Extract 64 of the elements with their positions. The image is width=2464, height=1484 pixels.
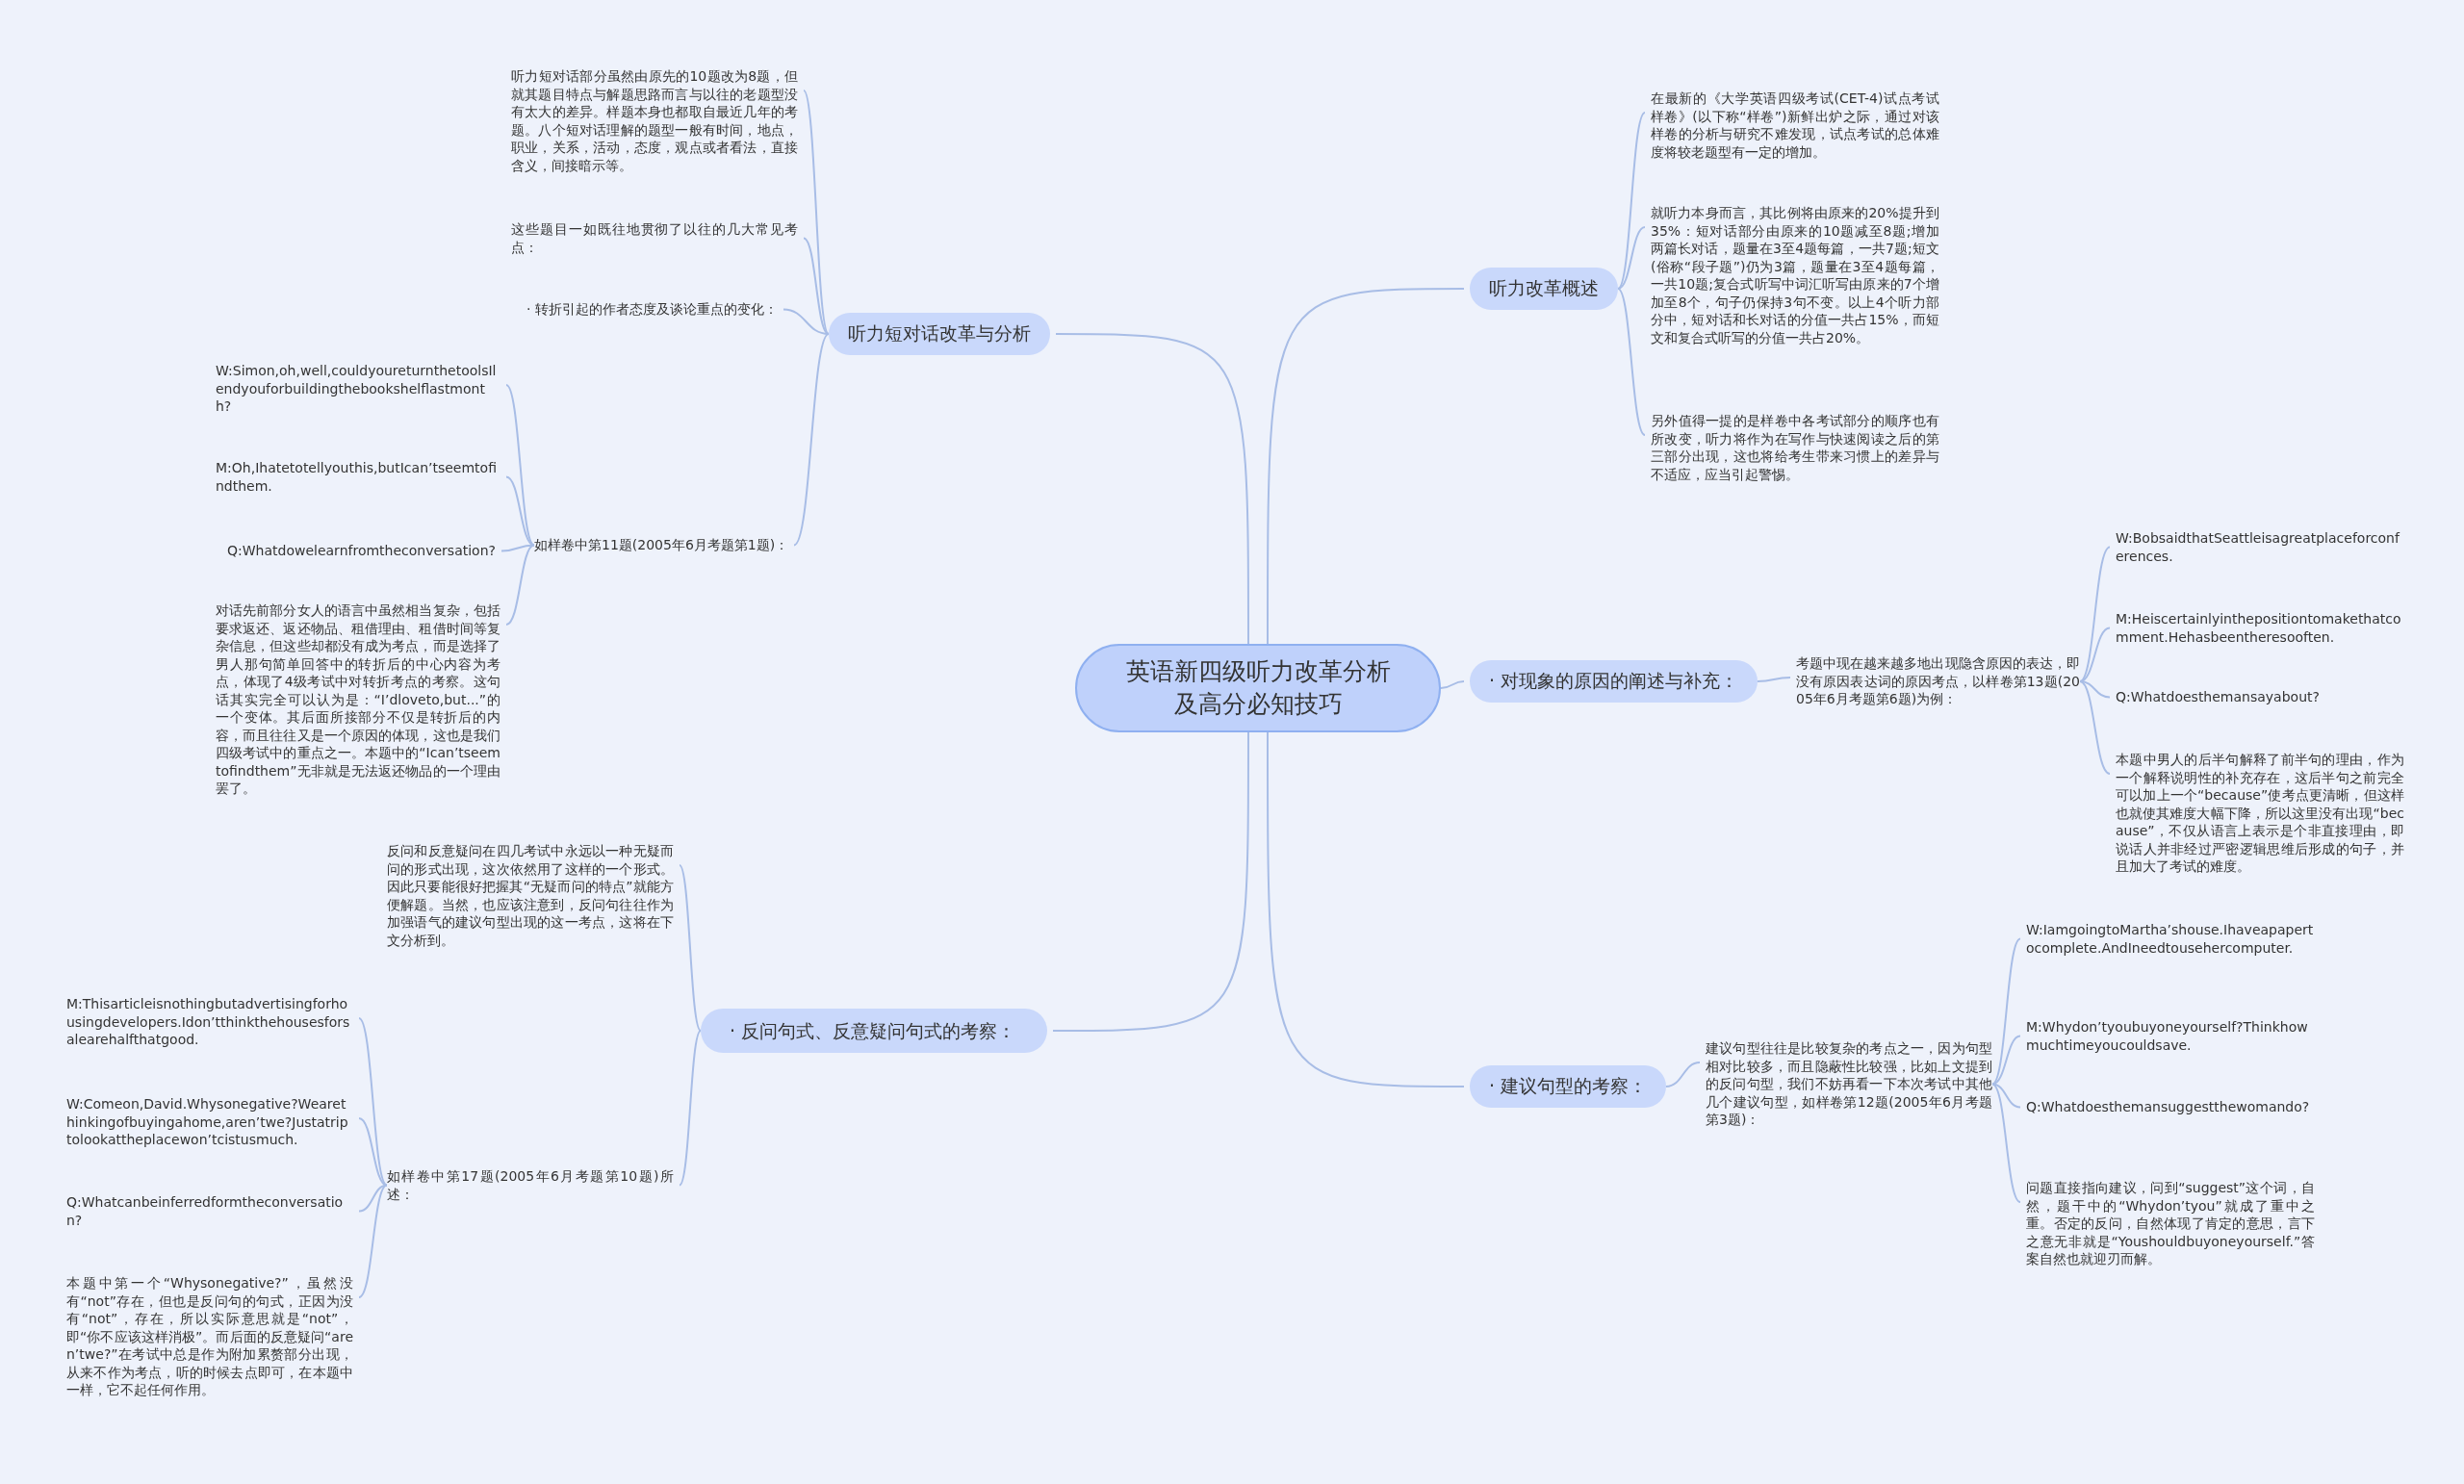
note-text: W:BobsaidthatSeattleisagreatplaceforconferences. xyxy=(2116,529,2404,565)
note-text: 本题中第一个“Whysonegative?”，虽然没有“not”存在，但也是反问句的句式，正因为没有“not”，存在，所以实际意思就是“not”，即“你不应该这样消极”。而后面的反意疑问“aren’twe?”在考试中总是作为附加累赘部分出现，从来不作为考点，听的时候去点即可，在本题中一样，它不起任何作用。 xyxy=(66,1274,353,1399)
connector-line xyxy=(1991,1083,2021,1203)
connector-line xyxy=(358,1117,388,1187)
connector-line xyxy=(1055,333,1249,645)
note-text: Q:Whatdoesthemansuggestthewomando? xyxy=(2026,1098,2315,1116)
connector-line xyxy=(679,1030,702,1187)
branch-topic: · 反问句式、反意疑问句式的考察： xyxy=(701,1009,1047,1053)
branch-topic: 听力改革概述 xyxy=(1470,268,1618,310)
connector-line xyxy=(2079,546,2111,682)
note-text: W:IamgoingtoMartha’shouse.Ihaveapapertocomplete.AndIneedtousehercomputer. xyxy=(2026,921,2315,957)
connector-line xyxy=(1052,731,1249,1032)
note-text: W:Simon,oh,well,couldyoureturnthetoolsIlendyouforbuildingthebookshelflastmonth? xyxy=(216,362,500,416)
note-text: 听力短对话部分虽然由原先的10题改为8题，但就其题目特点与解题思路而言与以往的老题型没有太大的差异。样题本身也都取自最近几年的考题。八个短对话理解的题型一般有时间，地点，职业，关系，活动，态度，观点或者看法，直接含义，间接暗示等。 xyxy=(511,67,798,174)
connector-line xyxy=(1757,677,1791,682)
connector-line xyxy=(2079,680,2111,699)
connector-line xyxy=(505,544,535,626)
note-text: 就听力本身而言，其比例将由原来的20%提升到35%：短对话部分由原来的10题减至8题;增加两篇长对话，题量在3至4题每篇，一共7题;短文(俗称“段子题”)仍为3篇，题量在3至4题每篇，一共10题;复合式听写中词汇听写由原来的7个增加至8个，句子仍保持3句不变。以上4个听力部分中，短对话和长对话的分值一共占15%，而短文和复合式听写的分值一共占20%。 xyxy=(1651,204,1939,346)
connector-line xyxy=(358,1184,388,1213)
connector-line xyxy=(1617,226,1646,290)
note-text: Q:Whatdoesthemansayabout? xyxy=(2116,688,2404,706)
connector-line xyxy=(1440,680,1465,689)
connector-line xyxy=(1991,1083,2021,1109)
connector-line xyxy=(358,1017,388,1187)
connector-line xyxy=(505,475,535,547)
note-text: W:Comeon,David.Whysonegative?Wearethinkingofbuyingahome,aren’twe?Justatriptolookattheplacewon’tcistusmuch. xyxy=(66,1095,353,1149)
connector-line xyxy=(1665,1062,1701,1087)
note-text: M:Oh,Ihatetotellyouthis,butIcan’tseemtofindthem. xyxy=(216,459,500,495)
note-text: 如样卷中第11题(2005年6月考题第1题)： xyxy=(534,536,789,554)
connector-line xyxy=(2079,627,2111,682)
connector-line xyxy=(2079,680,2111,775)
connector-line xyxy=(1617,112,1646,290)
connector-line xyxy=(803,90,830,335)
note-text: 问题直接指向建议，问到“suggest”这个词，自然，题干中的“Whydon’tyou”就成了重中之重。否定的反问，自然体现了肯定的意思，言下之意无非就是“Youshouldbuyoneyourself.”答案自然也就迎刃而解。 xyxy=(2026,1179,2315,1268)
note-text: 本题中男人的后半句解释了前半句的理由，作为一个解释说明性的补充存在，这后半句之前完全可以加上一个“because”使考点更清晰，但这样也就使其难度大幅下降，所以这里没有出现“because”，不仅从语言上表示是个非直接理由，即说话人并非经过严密逻辑思维后形成的句子，并且加大了考试的难度。 xyxy=(2116,751,2404,876)
branch-topic: 听力短对话改革与分析 xyxy=(829,313,1050,355)
note-text: 反问和反意疑问在四几考试中永远以一种无疑而问的形式出现，这次依然用了这样的一个形式。因此只要能很好把握其“无疑而问的特点”就能方便解题。当然，也应该注意到，反问句往往作为加强语气的建议句型出现的这一考点，这将在下文分析到。 xyxy=(387,842,674,949)
connector-line xyxy=(1617,288,1646,436)
branch-topic: · 建议句型的考察： xyxy=(1470,1065,1667,1108)
note-text: M:Heiscertainlyinthepositiontomakethatcomment.Hehasbeentheresooften. xyxy=(2116,610,2404,646)
note-text: 如样卷中第17题(2005年6月考题第10题)所述： xyxy=(387,1167,674,1203)
central-topic: 英语新四级听力改革分析及高分必知技巧 xyxy=(1075,644,1441,732)
note-text: · 转折引起的作者态度及谈论重点的变化： xyxy=(526,300,778,319)
note-text: 这些题目一如既往地贯彻了以往的几大常见考点： xyxy=(511,220,798,256)
connector-line xyxy=(803,237,830,335)
note-text: M:Thisarticleisnothingbutadvertisingforhousingdevelopers.Idon’tthinkthehousesforsalearehalfthatgood. xyxy=(66,995,353,1049)
note-text: Q:Whatdowelearnfromtheconversation? xyxy=(227,542,496,560)
connector-line xyxy=(1267,731,1465,1087)
note-text: 另外值得一提的是样卷中各考试部分的顺序也有所改变，听力将作为在写作与快速阅读之后的第三部分出现，这也将给考生带来习惯上的差异与不适应，应当引起警惕。 xyxy=(1651,412,1939,483)
connector-line xyxy=(358,1184,388,1298)
note-text: 考题中现在越来越多地出现隐含原因的表达，即没有原因表达词的原因考点，以样卷第13题(2005年6月考题第6题)为例： xyxy=(1796,654,2080,708)
note-text: Q:Whatcanbeinferredformtheconversation? xyxy=(66,1193,353,1229)
connector-line xyxy=(783,308,830,335)
connector-line xyxy=(505,384,535,547)
note-text: 在最新的《大学英语四级考试(CET-4)试点考试样卷》(以下称“样卷”)新鲜出炉之际，通过对该样卷的分析与研究不难发现，试点考试的总体难度将较老题型有一定的增加。 xyxy=(1651,90,1939,161)
connector-line xyxy=(1267,288,1465,645)
connector-line xyxy=(679,864,702,1032)
note-text: 建议句型往往是比较复杂的考点之一，因为句型相对比较多，而且隐蔽性比较强，比如上文提到的反问句型，我们不妨再看一下本次考试中其他几个建议句型，如样卷第12题(2005年6月考题第3题)： xyxy=(1706,1039,1992,1129)
note-text: M:Whydon’tyoubuyoneyourself?Thinkhowmuchtimeyoucouldsave. xyxy=(2026,1018,2315,1054)
connector-line xyxy=(793,333,830,547)
note-text: 对话先前部分女人的语言中虽然相当复杂，包括要求返还、返还物品、租借理由、租借时间等复杂信息，但这些却都没有成为考点，而是选择了男人那句简单回答中的转折后的中心内容为考点，体现了4级考试中对转折考点的考察。这句话其实完全可以认为是：“I’dloveto,but...”的一个变体。其后面所接部分不仅是转折后的内容，而且往往又是一个原因的体现，这也是我们四级考试中的重点之一。本题中的“Ican’tseemtofindthem”无非就是无法返还物品的一个理由罢了。 xyxy=(216,601,500,798)
branch-topic: · 对现象的原因的阐述与补充： xyxy=(1470,660,1758,703)
connector-line xyxy=(1991,1035,2021,1086)
connector-line xyxy=(1991,937,2021,1086)
